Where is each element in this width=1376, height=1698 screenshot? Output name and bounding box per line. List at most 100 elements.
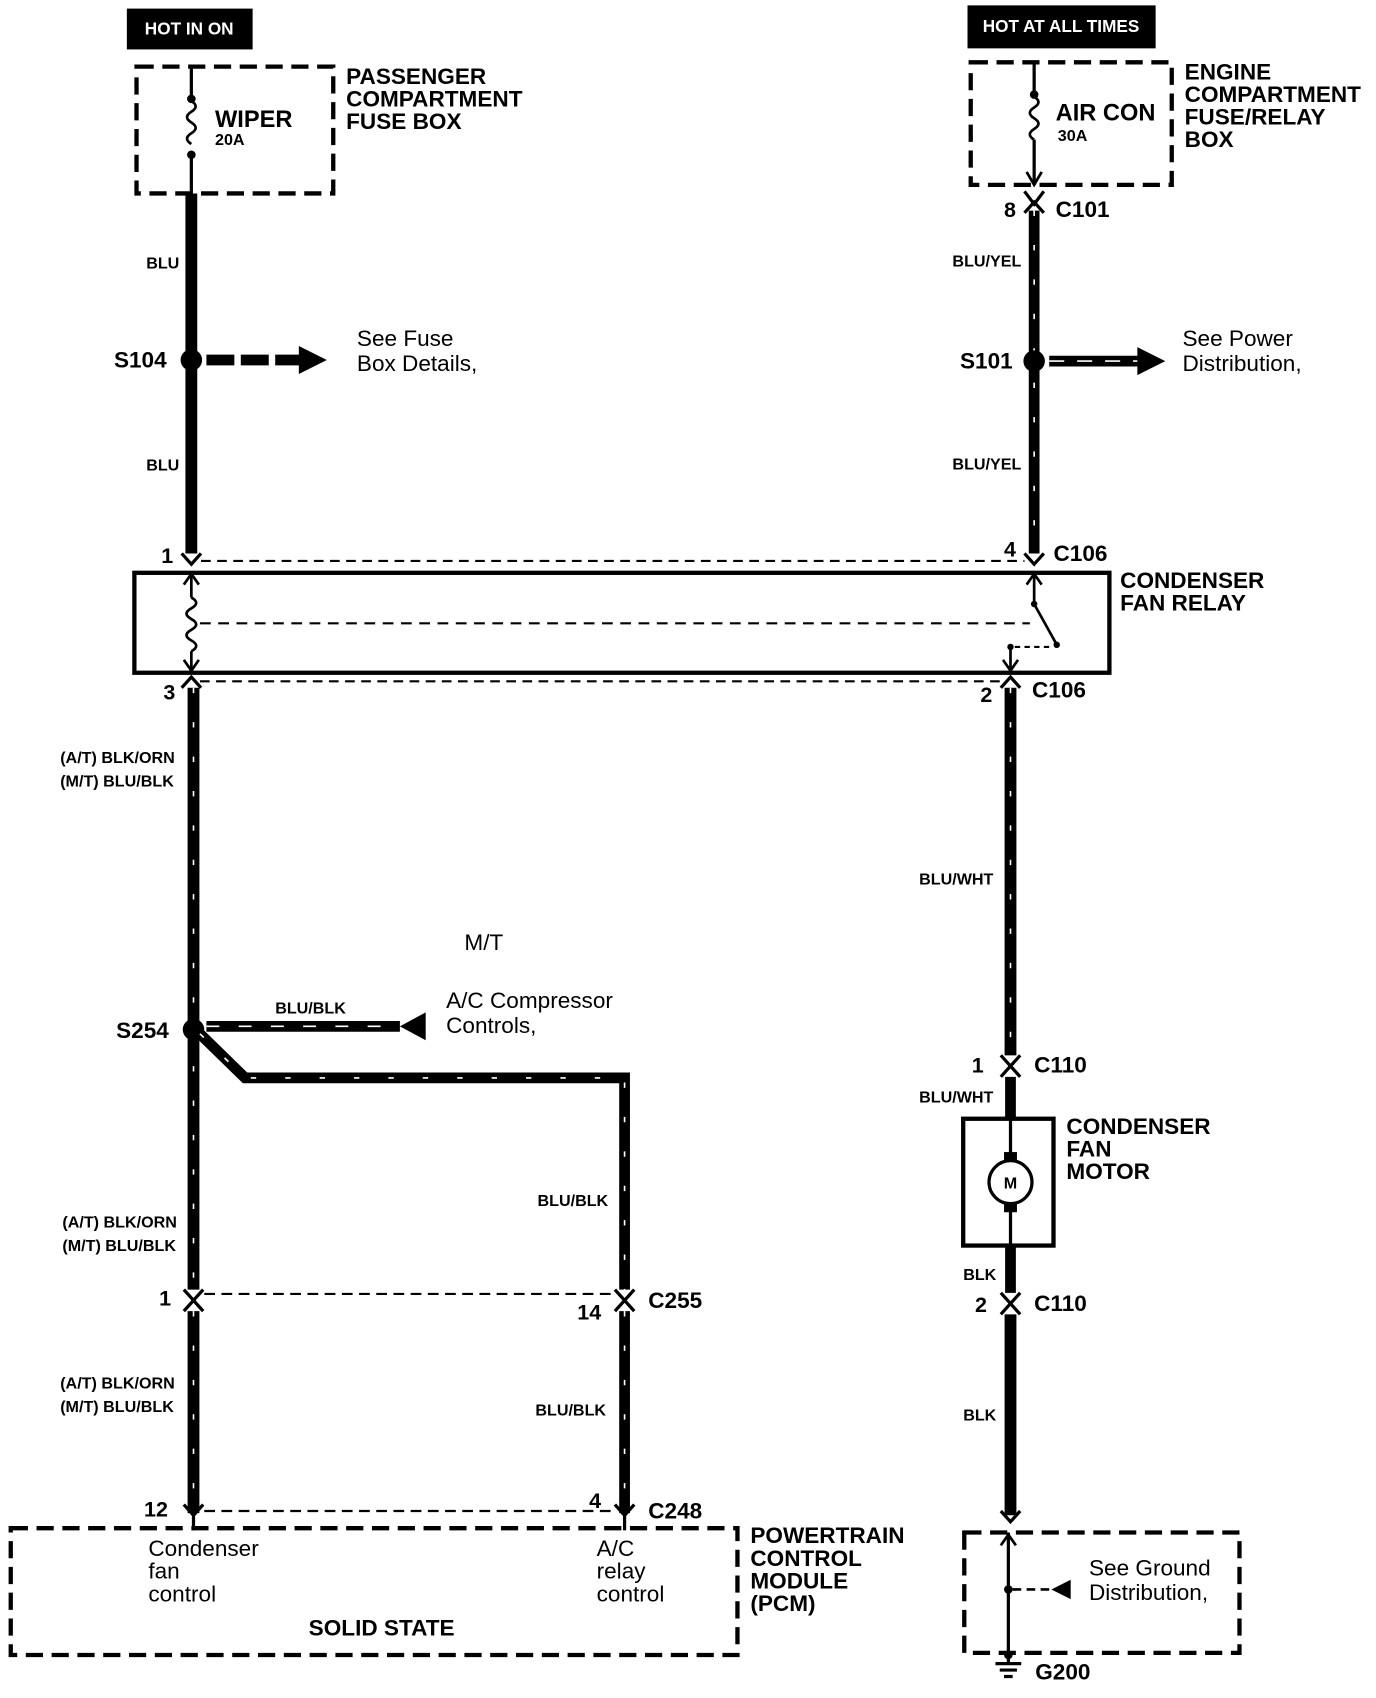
ref-ac-compressor-line-1: A/C Compressor — [446, 988, 613, 1013]
connector-c110-top-label: C110 — [1034, 1053, 1087, 1078]
arrow-left-icon — [1051, 1579, 1071, 1600]
fuse-icon — [185, 99, 197, 146]
wiper-fuse-rating: 20A — [215, 131, 245, 149]
wire-label-left-a-3: (A/T) BLK/ORN — [60, 1374, 175, 1392]
wire-label-left-a-1: (A/T) BLK/ORN — [60, 749, 175, 767]
wire-label-bluyel-2: BLU/YEL — [952, 456, 1021, 474]
engine-box-line-1: ENGINE — [1185, 60, 1272, 85]
relay-label-line-2: FAN RELAY — [1120, 590, 1246, 615]
wire-label-left-b-2: (M/T) BLU/BLK — [62, 1237, 176, 1255]
wire-blublk-branch: BLU/BLK — [196, 1030, 630, 1290]
engine-box-line-3: FUSE/RELAY — [1185, 105, 1326, 130]
pin-relay-out-right: 2 — [980, 683, 992, 707]
pcm-right-terminal-line-2: relay — [597, 1559, 647, 1584]
engine-box-line-2: COMPARTMENT — [1185, 82, 1362, 107]
wire-label-bluwht-1: BLU/WHT — [919, 870, 993, 888]
connector-c101: 8 C101 — [1004, 190, 1110, 222]
passenger-box-line-2: COMPARTMENT — [346, 86, 523, 111]
pcm-solid-state: SOLID STATE — [309, 1616, 455, 1641]
wire-label-blublk-2: BLU/BLK — [535, 1401, 606, 1419]
fuse-icon — [1028, 95, 1040, 141]
arrow-down-icon — [1025, 171, 1043, 188]
connector-c110-bottom: 2 C110 — [975, 1291, 1087, 1317]
connector-c248-label: C248 — [648, 1499, 702, 1524]
splice-s254-label: S254 — [116, 1018, 169, 1043]
pcm-label-line-4: (PCM) — [750, 1591, 815, 1616]
connector-c101-label: C101 — [1056, 197, 1110, 222]
relay-label-line-1: CONDENSER — [1120, 568, 1264, 593]
wire-blublk-lower: BLU/BLK — [535, 1311, 630, 1514]
hot-at-all-times-tag: HOT AT ALL TIMES — [967, 5, 1156, 49]
pin-c101: 8 — [1004, 198, 1016, 222]
pcm-label: POWERTRAIN CONTROL MODULE (PCM) — [750, 1523, 904, 1616]
passenger-box-line-3: FUSE BOX — [346, 109, 461, 134]
connector-c106-top-label: C106 — [1054, 541, 1108, 566]
connector-c106-bottom-label: C106 — [1032, 677, 1086, 702]
pin-c110-bottom: 2 — [975, 1293, 987, 1317]
ref-ground-line-1: See Ground — [1089, 1555, 1211, 1580]
wire-label-left-b-1: (M/T) BLU/BLK — [60, 773, 174, 791]
pcm-left-terminal-line-2: fan — [148, 1559, 179, 1584]
arrow-left-icon — [399, 1012, 426, 1041]
wire-left-main: (A/T) BLK/ORN (M/T) BLU/BLK (A/T) BLK/OR… — [60, 687, 200, 1290]
hot-in-on-label: HOT IN ON — [145, 18, 234, 38]
ground-distribution: See Ground Distribution, G200 — [962, 1509, 1242, 1685]
engine-box-line-4: BOX — [1185, 127, 1234, 152]
ref-ground-line-2: Distribution, — [1089, 1580, 1208, 1605]
splice-s254: S254 BLU/BLK A/C Compressor Controls, — [116, 988, 613, 1043]
ref-power-line-2: Distribution, — [1183, 351, 1302, 376]
pcm-right-terminal-line-1: A/C — [597, 1536, 635, 1561]
condenser-fan-relay-label: CONDENSER FAN RELAY — [1120, 568, 1264, 616]
wire-label-blublk-1: BLU/BLK — [538, 1192, 609, 1210]
pin-relay-out-left: 3 — [163, 681, 175, 705]
arrow-right-icon — [298, 346, 327, 374]
wire-label-left-b-3: (M/T) BLU/BLK — [60, 1398, 174, 1416]
pcm-label-line-2: CONTROL — [750, 1546, 862, 1571]
aircon-fuse-rating: 30A — [1058, 127, 1088, 145]
wire-bluwht: BLU/WHT — [919, 687, 1017, 1056]
condenser-fan-motor: M — [961, 1116, 1056, 1248]
wire-blk-ground: BLK — [963, 1314, 1017, 1516]
pin-c110-top: 1 — [972, 1054, 984, 1078]
wiper-fuse-name: WIPER — [215, 107, 292, 133]
wire-label-bluyel-1: BLU/YEL — [952, 253, 1021, 271]
engine-box-label: ENGINE COMPARTMENT FUSE/RELAY BOX — [1185, 60, 1362, 153]
pin-c255-left: 1 — [159, 1287, 171, 1311]
wire-label-left-a-2: (A/T) BLK/ORN — [62, 1213, 177, 1231]
ref-fuse-box-line-2: Box Details, — [357, 351, 477, 376]
fan-motor-label-line-3: MOTOR — [1066, 1159, 1150, 1184]
condenser-fan-relay — [132, 570, 1112, 675]
wire-label-blk-2: BLK — [963, 1407, 996, 1425]
wire-label-bluwht-2: BLU/WHT — [919, 1089, 993, 1107]
hot-at-all-times-label: HOT AT ALL TIMES — [983, 16, 1140, 36]
wire-label-blu-1: BLU — [146, 255, 179, 273]
wire-blk-short: BLK — [963, 1245, 1016, 1293]
engine-fuse-relay-box: AIR CON 30A — [968, 60, 1174, 188]
pin-c248-left: 12 — [144, 1497, 168, 1521]
fan-motor-label-line-2: FAN — [1066, 1136, 1111, 1161]
pcm-label-line-1: POWERTRAIN — [750, 1523, 904, 1548]
relay-coil-icon — [185, 596, 198, 653]
ref-ac-compressor-line-2: Controls, — [446, 1013, 536, 1038]
passenger-fuse-box: WIPER 20A — [134, 64, 336, 196]
ref-power-line-1: See Power — [1183, 326, 1294, 351]
wire-label-blu-2: BLU — [146, 457, 179, 475]
splice-s101: S101 See Power Distribution, — [960, 326, 1302, 376]
mt-note: M/T — [464, 930, 503, 955]
passenger-box-line-1: PASSENGER — [346, 64, 486, 89]
wire-label-blk-1: BLK — [963, 1266, 996, 1284]
condenser-fan-motor-label: CONDENSER FAN MOTOR — [1066, 1114, 1210, 1184]
connector-c110-top: 1 C110 — [972, 1053, 1087, 1078]
splice-s104-label: S104 — [114, 348, 167, 373]
wire-blu-left: BLU BLU — [146, 193, 198, 554]
connector-c248: 12 4 C248 — [144, 1489, 702, 1524]
fan-motor-label-line-1: CONDENSER — [1066, 1114, 1210, 1139]
arrow-right-icon — [1137, 347, 1166, 376]
pcm-label-line-3: MODULE — [750, 1568, 848, 1593]
splice-s104: S104 See Fuse Box Details, — [114, 326, 477, 376]
passenger-fuse-box-label: PASSENGER COMPARTMENT FUSE BOX — [346, 64, 523, 134]
connector-c255: 1 14 C255 — [159, 1287, 702, 1325]
aircon-fuse-name: AIR CON — [1056, 100, 1156, 126]
connector-c255-label: C255 — [648, 1288, 702, 1313]
